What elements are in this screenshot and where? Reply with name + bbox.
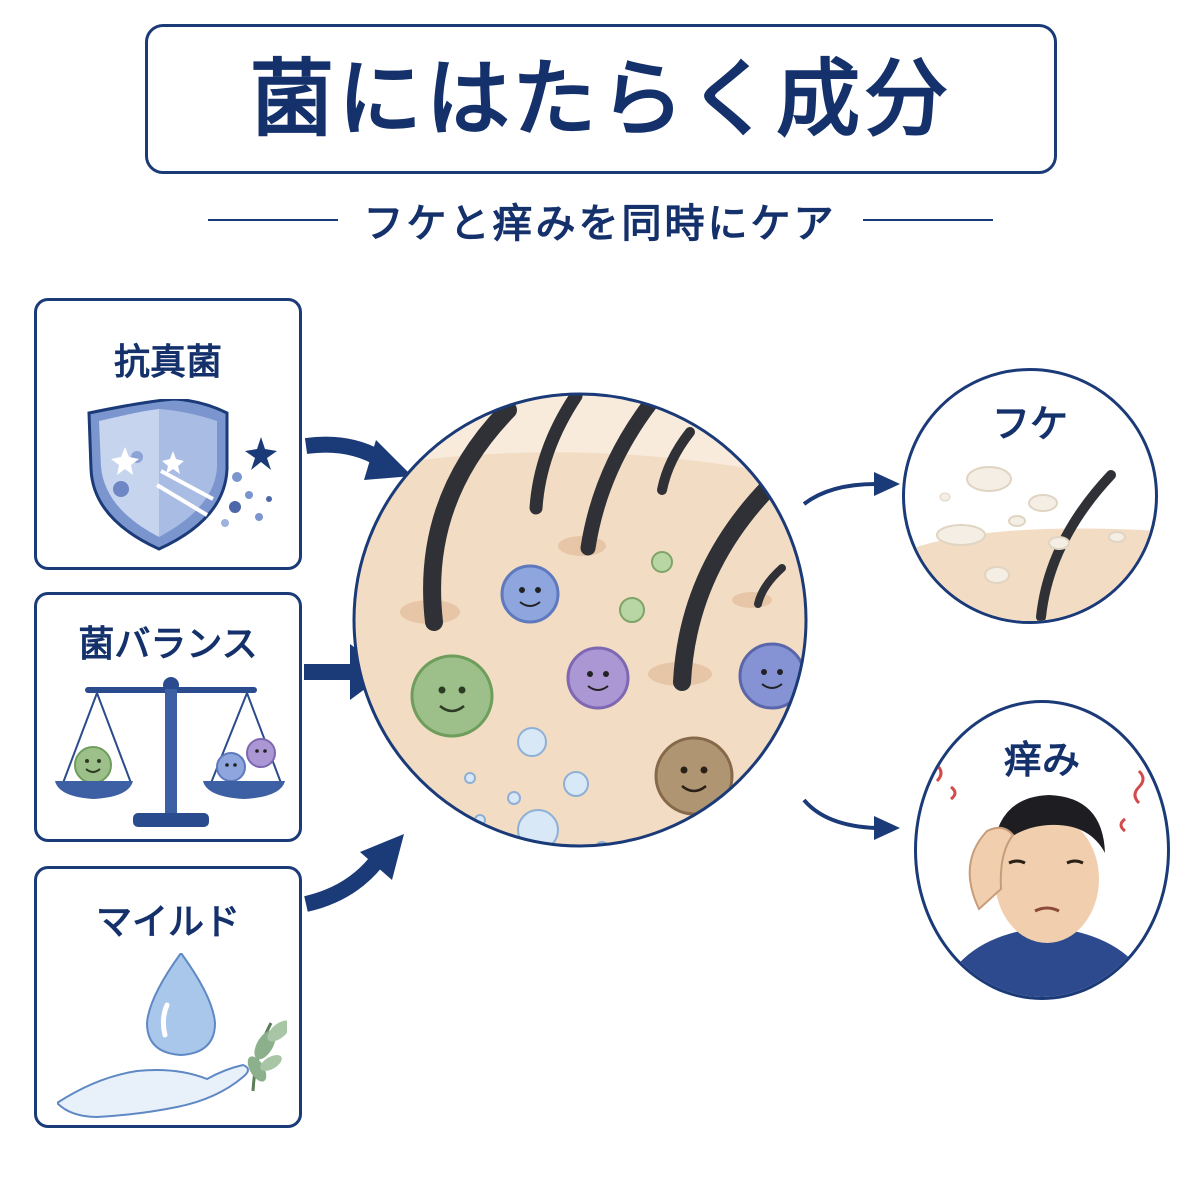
arrow-scalp-to-itch xyxy=(802,798,900,840)
microbe-purple xyxy=(566,646,630,710)
shield-icon xyxy=(87,399,277,551)
feature-bacteria-balance: 菌バランス xyxy=(34,592,302,842)
scalp-microbes-illustration xyxy=(352,392,808,848)
title-box: 菌にはたらく成分 xyxy=(145,24,1057,174)
arrow-mild-to-scalp xyxy=(304,834,404,912)
result-itch: 痒み xyxy=(914,700,1170,1000)
result-label: 痒み xyxy=(1003,738,1080,782)
itchy-head-person-icon xyxy=(931,747,1155,997)
balance-scale-icon xyxy=(55,677,285,827)
page-title: 菌にはたらく成分 xyxy=(249,50,953,148)
feature-label: 菌バランス xyxy=(78,624,258,665)
dandruff-flakes-icon xyxy=(905,466,1155,621)
result-dandruff: フケ xyxy=(902,368,1158,624)
microbe-blue-top xyxy=(500,564,560,624)
feature-antifungal: 抗真菌 xyxy=(34,298,302,570)
microbe-green-large xyxy=(410,654,494,738)
microbe-brown xyxy=(654,736,734,816)
subtitle-row: フケと痒みを同時にケア xyxy=(140,192,1060,248)
subtitle-line-right xyxy=(862,219,993,221)
feature-mild: マイルド xyxy=(34,866,302,1128)
microbe-blue-right xyxy=(738,642,806,710)
feature-label: マイルド xyxy=(95,902,240,943)
subtitle-line-left xyxy=(207,219,338,221)
arrow-antifungal-to-scalp xyxy=(304,436,412,480)
arrow-scalp-to-dandruff xyxy=(802,472,900,506)
water-drop-hand-icon xyxy=(57,953,287,1119)
result-label: フケ xyxy=(991,402,1068,446)
page-subtitle: フケと痒みを同時にケア xyxy=(363,201,837,247)
feature-label: 抗真菌 xyxy=(113,342,222,383)
